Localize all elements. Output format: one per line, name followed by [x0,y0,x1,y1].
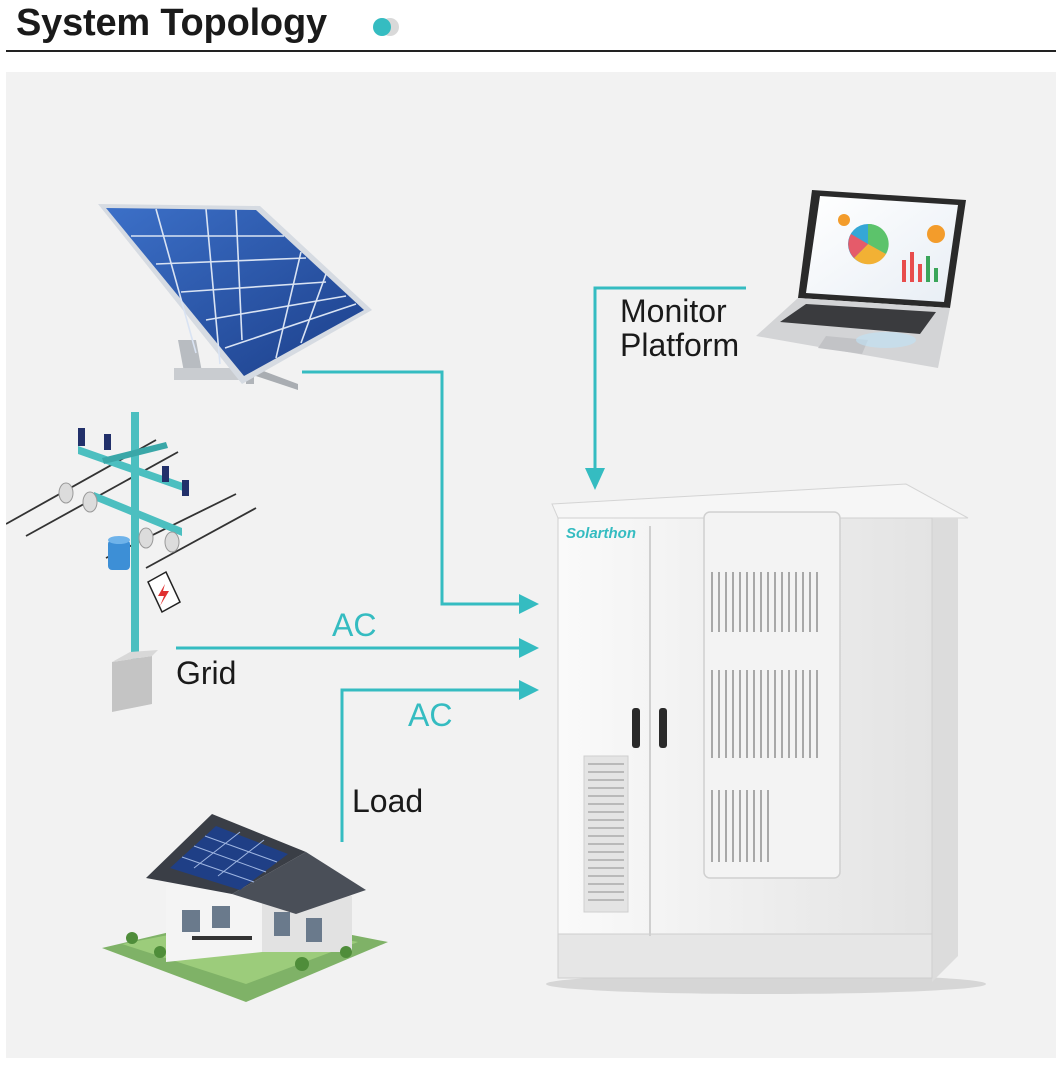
monitor-label-line2: Platform [620,327,740,363]
ac-grid-label: AC [332,607,377,643]
monitor-label-line1: Monitor [620,293,727,329]
header: System Topology [0,0,1060,56]
topology-diagram: Solarthon Monitor Platform AC Grid AC Lo… [6,72,1056,1058]
load-arrow [519,680,539,700]
load-label: Load [352,783,424,819]
house-icon [102,814,388,1002]
load-line [340,688,521,842]
grid-arrow [519,638,539,658]
cabinet-brand-logo: Solarthon [566,525,636,542]
solar-arrow [519,594,539,614]
arrowheads [519,468,605,700]
energy-storage-cabinet-icon: Solarthon [546,483,986,994]
laptop-icon [756,190,966,368]
monitor-platform-label: Monitor Platform [620,294,739,362]
monitor-line [593,286,746,470]
title-dots-icon [373,18,399,36]
cabinet-vents [711,572,818,862]
connection-lines [176,286,746,842]
solar-line [302,370,521,606]
page-title: System Topology [16,2,327,44]
monitor-arrow [585,468,605,490]
grid-label: Grid [176,655,237,691]
utility-pole-icon [6,412,257,712]
solar-panel-icon [98,204,372,390]
diagram-canvas: Solarthon [6,190,986,1002]
header-divider [6,50,1056,52]
ac-load-label: AC [408,697,453,733]
